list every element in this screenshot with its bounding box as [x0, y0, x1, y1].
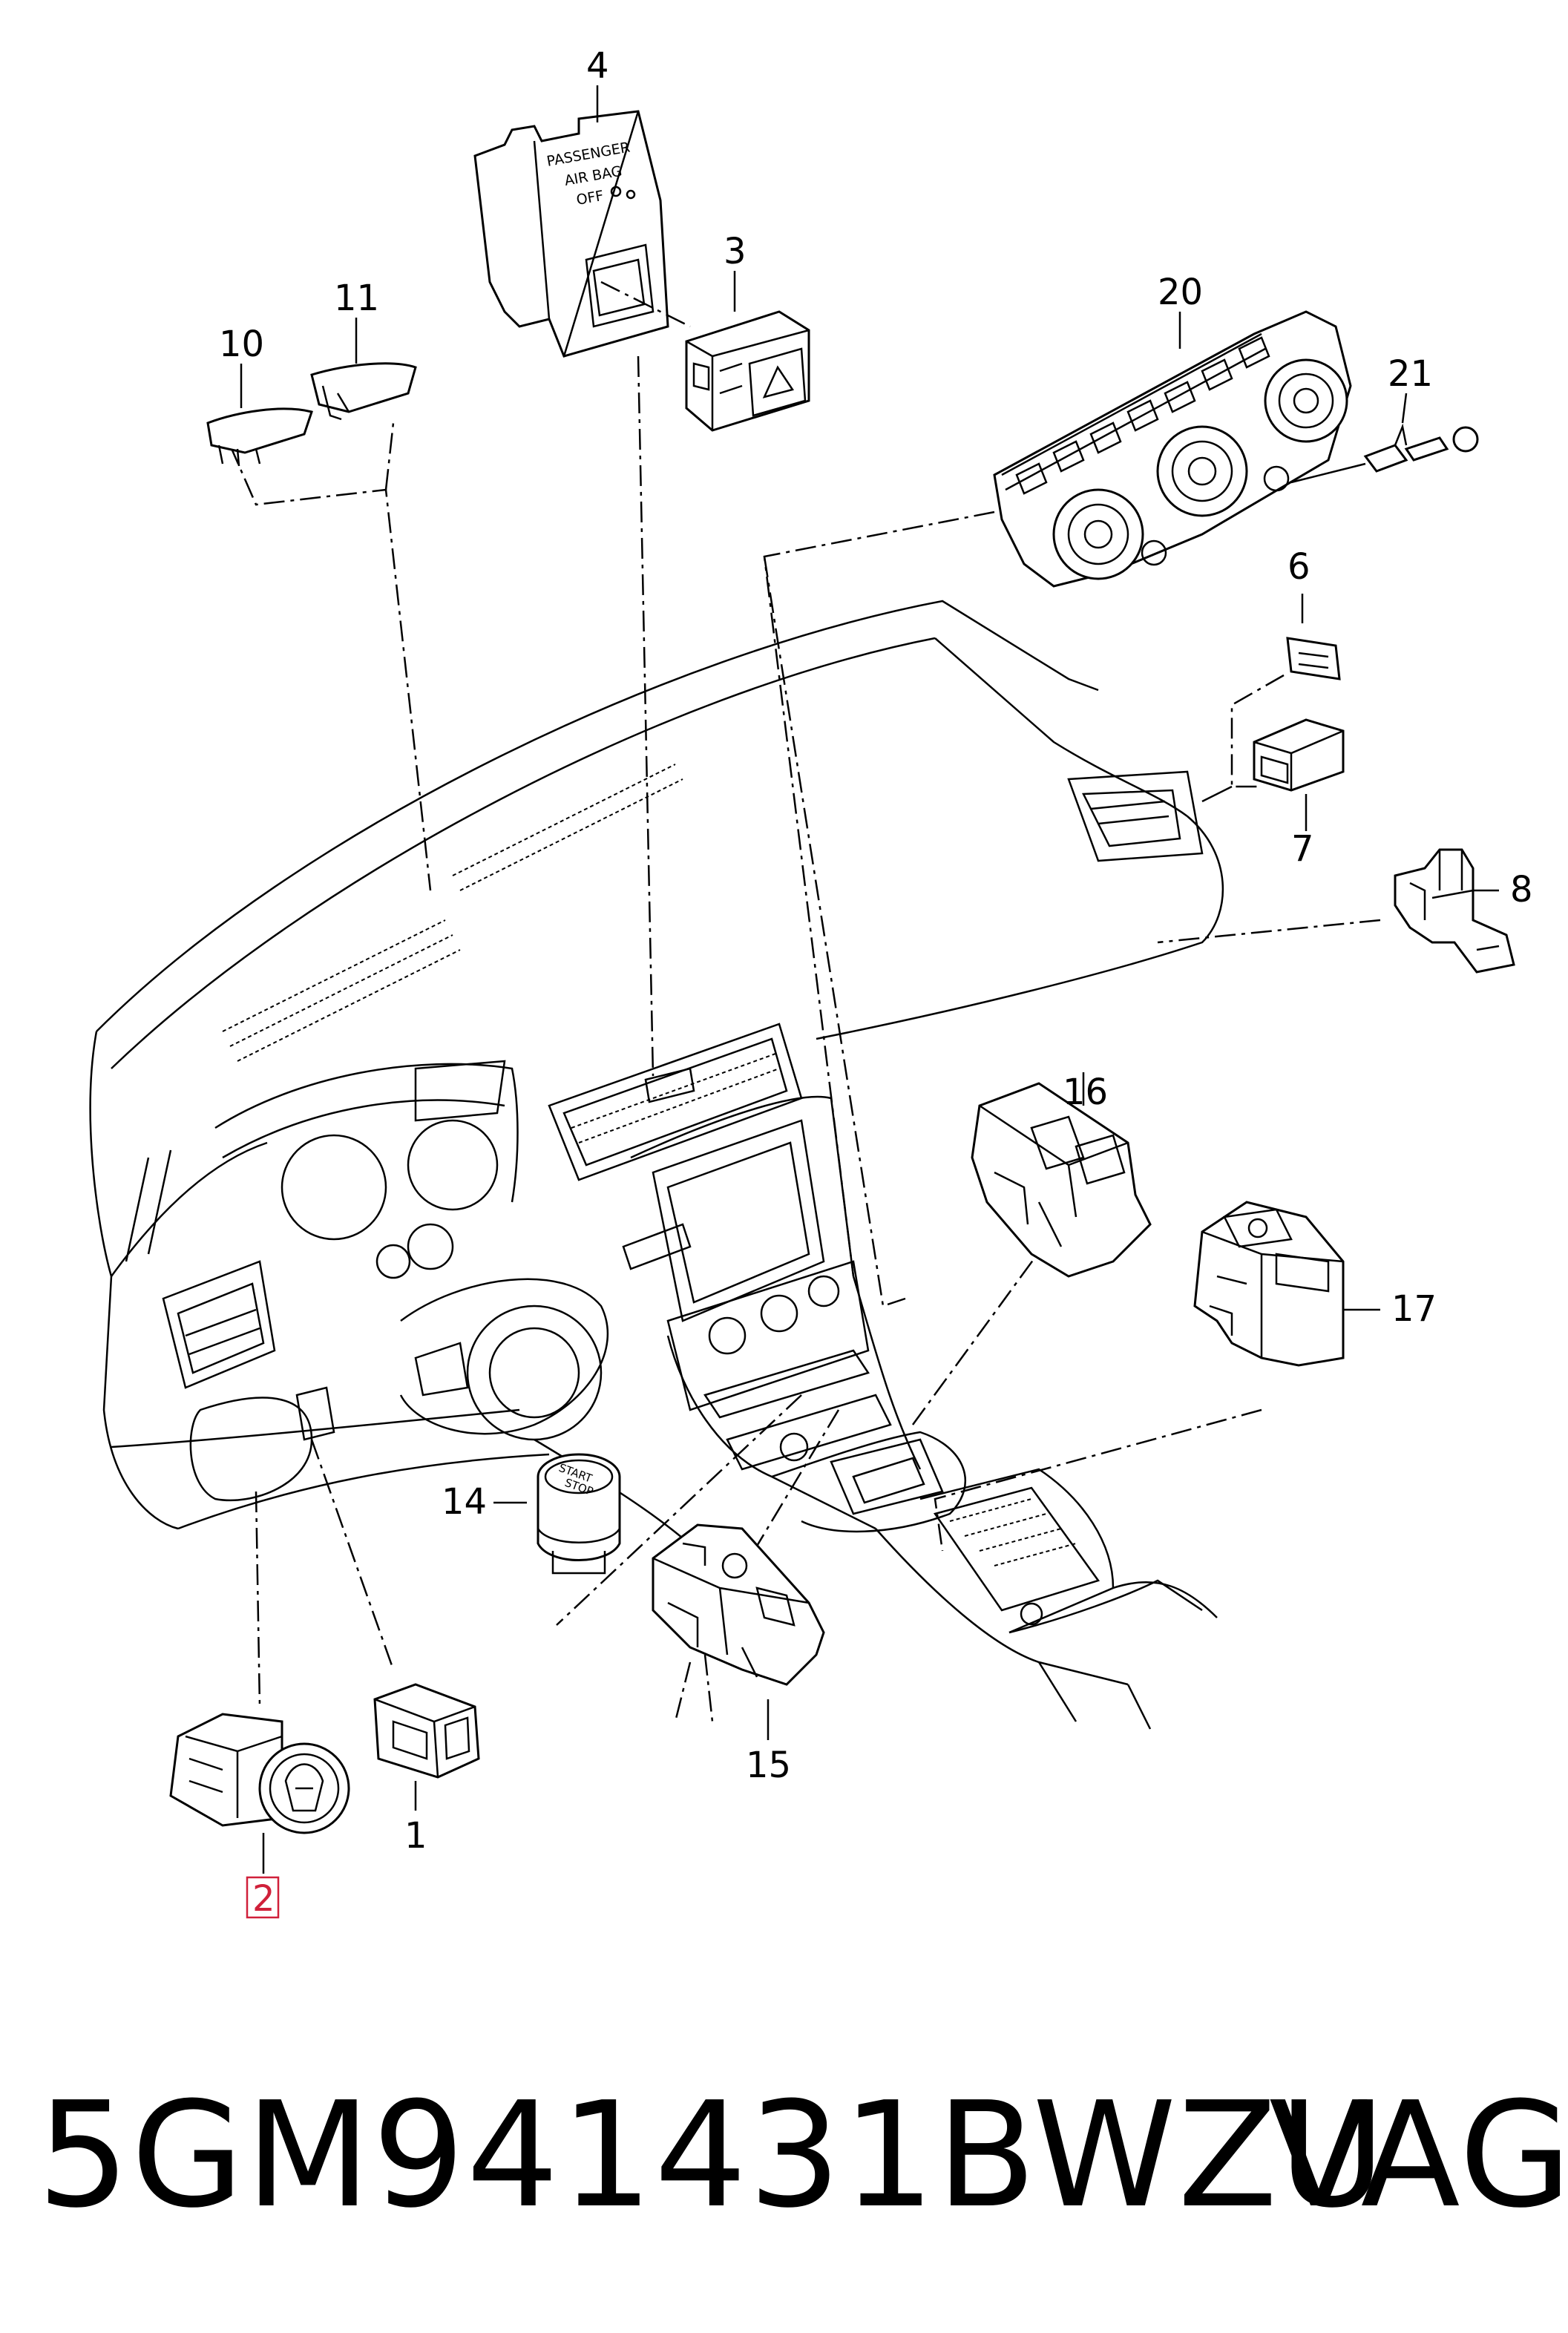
- callout-21: 21: [1388, 353, 1433, 395]
- callout-15: 15: [746, 1745, 791, 1786]
- switch-block-15[interactable]: [652, 1523, 825, 1686]
- switch-blank-cap-10[interactable]: [206, 407, 313, 467]
- switch-7[interactable]: [1253, 718, 1345, 792]
- callout-10: 10: [219, 324, 264, 365]
- brand-label: VAG: [1269, 2071, 1568, 2240]
- callout-20: 20: [1158, 272, 1203, 313]
- callout-8: 8: [1510, 869, 1533, 910]
- hazard-switch[interactable]: [685, 310, 810, 432]
- callout-2-highlight-box: [246, 1876, 280, 1919]
- switch-blank-cap-11[interactable]: [310, 362, 417, 421]
- callout-3: 3: [724, 231, 747, 272]
- callout-labels: 4 3 10 11 20 21 6 7 8 16 17 14 15 1 2: [219, 45, 1533, 1920]
- callout-16: 16: [1063, 1072, 1108, 1113]
- callout-1: 1: [404, 1815, 427, 1857]
- switch-block-16[interactable]: [971, 1082, 1152, 1278]
- callout-14: 14: [442, 1481, 487, 1523]
- callout-7: 7: [1291, 828, 1314, 870]
- dashboard-outline: [89, 600, 1224, 1730]
- switch-1[interactable]: [373, 1683, 480, 1779]
- climate-panel-bulb[interactable]: [1363, 423, 1479, 473]
- callout-4: 4: [586, 45, 609, 87]
- airbag-off-panel[interactable]: PASSENGER AIR BAG OFF: [473, 110, 669, 358]
- callout-2[interactable]: 2: [252, 1878, 275, 1920]
- parking-brake-switch-17[interactable]: [1193, 1201, 1345, 1367]
- exploded-parts-diagram: PASSENGER AIR BAG OFF: [89, 45, 1533, 1920]
- callout-17: 17: [1391, 1288, 1437, 1330]
- part-number: 5GM941431BWZU: [37, 2071, 1387, 2240]
- callout-6: 6: [1287, 546, 1311, 588]
- switch-8[interactable]: [1394, 848, 1515, 974]
- leader-lines: [229, 355, 1381, 1722]
- start-stop-button[interactable]: START STOP: [537, 1453, 621, 1575]
- headlight-switch[interactable]: [169, 1713, 350, 1834]
- part-number-footer: 5GM941431BWZU VAG: [37, 2070, 1568, 2241]
- callout-11: 11: [334, 278, 379, 319]
- connector-clip-6[interactable]: [1286, 637, 1341, 680]
- climate-control-panel[interactable]: [993, 310, 1352, 588]
